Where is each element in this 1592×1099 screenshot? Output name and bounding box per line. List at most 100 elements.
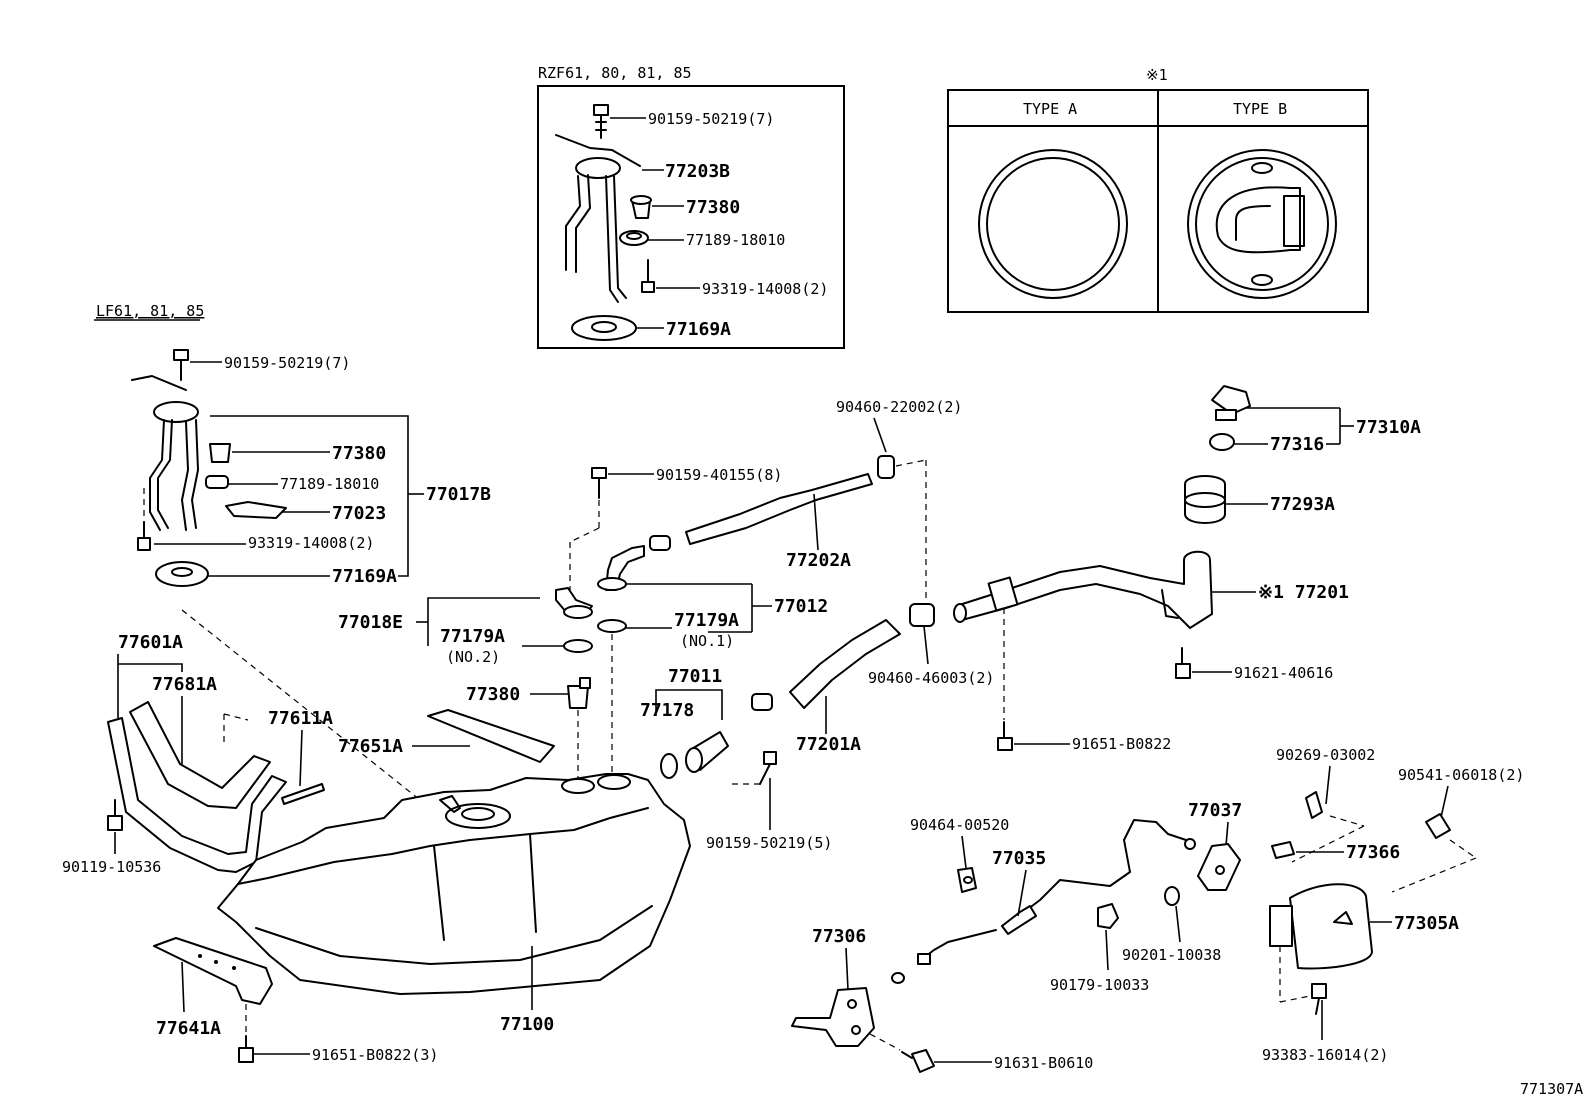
lf-93319-label: 93319-14008(2) — [248, 534, 374, 552]
lf-sender-part[interactable] — [131, 375, 199, 531]
p77035-label: 77035 — [992, 848, 1046, 869]
rzf-inset: RZF61, 80, 81, 85 90159-50219(7) 77203B … — [537, 64, 845, 349]
bolt-91651-b0822-part[interactable] — [997, 721, 1013, 751]
bolt-90119-part[interactable] — [107, 799, 123, 831]
gasket-77316-part[interactable] — [1209, 433, 1235, 451]
p90119-label: 90119-10536 — [62, 858, 161, 876]
p77201-label: ※1 77201 — [1258, 582, 1349, 603]
center-parts: 90460-22002(2) 77202A 90159-40155(8) — [338, 398, 994, 852]
bolt-91621-part[interactable] — [1175, 647, 1191, 679]
p77641a-label: 77641A — [156, 1018, 221, 1039]
elbow-77018e-part[interactable] — [555, 587, 593, 619]
p77305a-label: 77305A — [1394, 913, 1459, 934]
pipe-77011-part[interactable] — [685, 731, 729, 773]
pad-77651a-part[interactable] — [427, 709, 555, 763]
p77293a-label: 77293A — [1270, 494, 1335, 515]
lf-77169a-label: 77169A — [332, 566, 397, 587]
p77310a-label: 77310A — [1356, 417, 1421, 438]
lf-gasket-part[interactable] — [205, 475, 229, 489]
fuel-lid-77305a-part[interactable] — [1269, 883, 1373, 970]
type-table-title: ※1 — [1146, 66, 1168, 84]
p77366-label: 77366 — [1346, 842, 1400, 863]
bolt-90159-50219-5-part[interactable] — [759, 751, 777, 785]
clamp-90460-22002-part[interactable] — [877, 455, 895, 479]
p77018e-label: 77018E — [338, 612, 403, 633]
lf-bolt-part[interactable] — [173, 349, 189, 381]
seal-77178-part[interactable] — [660, 753, 678, 779]
p90460-46003-label: 90460-46003(2) — [868, 669, 994, 687]
rzf-77203b-label: 77203B — [665, 161, 730, 182]
p77651a-label: 77651A — [338, 736, 403, 757]
filler-parts: 77316 77310A 77293A ※1 77201 91621-40616 — [953, 385, 1421, 753]
p90460-22002-label: 90460-22002(2) — [836, 398, 962, 416]
lid-spring-77366-part[interactable] — [1271, 841, 1295, 859]
valve-77380-part[interactable] — [567, 677, 591, 709]
grommet-77179a-no2-part[interactable] — [563, 639, 593, 653]
rzf-bolt-part[interactable] — [593, 104, 609, 139]
lf-group: LF61, 81, 85 90159-50219(7) 77380 77189-… — [94, 302, 491, 587]
p90541-label: 90541-06018(2) — [1398, 766, 1524, 784]
hose-clamp-small-part[interactable] — [649, 535, 671, 551]
bolt-90159-40155-part[interactable] — [591, 467, 607, 499]
p90201-label: 90201-10038 — [1122, 946, 1221, 964]
clamp-77201a-part[interactable] — [751, 693, 773, 711]
hose-77201a-part[interactable] — [789, 619, 901, 709]
band-77681a-part[interactable] — [129, 701, 271, 809]
cable-77035-part[interactable] — [891, 819, 1196, 984]
grommet-77179a-no1-part[interactable] — [597, 619, 627, 633]
rzf-93319-label: 93319-14008(2) — [702, 280, 828, 298]
lf-77380-part[interactable] — [209, 443, 231, 463]
rzf-inset-frame — [537, 85, 845, 349]
lf-77023-part[interactable] — [225, 501, 287, 519]
p77202a-label: 77202A — [786, 550, 851, 571]
p77100-label: 77100 — [500, 1014, 554, 1035]
p77601a-label: 77601A — [118, 632, 183, 653]
cap-77310a-part[interactable] — [1211, 385, 1251, 421]
no1-label: (NO.1) — [680, 632, 734, 650]
p90159-40155-label: 90159-40155(8) — [656, 466, 782, 484]
grommet-77293a-part[interactable] — [1184, 475, 1226, 524]
rzf-screw-part[interactable] — [641, 259, 655, 293]
screw-90269-part[interactable] — [1305, 791, 1323, 819]
lf-77169a-part[interactable] — [155, 561, 209, 587]
figure-code: 771307A — [1520, 1080, 1583, 1098]
bolt-93383-part[interactable] — [1311, 983, 1327, 1015]
lf-77017b-label: 77017B — [426, 484, 491, 505]
p91651-b0822-label: 91651-B0822 — [1072, 735, 1171, 753]
p91621-label: 91621-40616 — [1234, 664, 1333, 682]
clip-90464-part[interactable] — [957, 867, 977, 893]
lf-screw-part[interactable] — [137, 521, 151, 551]
rzf-77169a-part[interactable] — [571, 315, 637, 341]
band-77601a-part[interactable] — [107, 717, 287, 873]
washer-90201-part[interactable] — [1164, 886, 1180, 906]
rzf-gasket-part[interactable] — [619, 230, 649, 246]
clamp-90460-46003-part[interactable] — [909, 603, 935, 627]
p77611a-label: 77611A — [268, 708, 333, 729]
hose-77202a-part[interactable] — [685, 473, 873, 545]
nut-90179-part[interactable] — [1097, 903, 1119, 929]
p77380-label: 77380 — [466, 684, 520, 705]
rzf-77380-part[interactable] — [630, 195, 652, 219]
fuel-tank-77100-part[interactable] — [217, 773, 691, 995]
p77037-label: 77037 — [1188, 800, 1242, 821]
filler-pipe-77201-part[interactable] — [953, 550, 1213, 629]
rzf-77189-label: 77189-18010 — [686, 231, 785, 249]
cushion-90541-part[interactable] — [1425, 813, 1451, 839]
lever-77037-part[interactable] — [1197, 843, 1241, 891]
filler-type-table: ※1 TYPE A TYPE B — [947, 66, 1369, 313]
bolt-91651-b0822-3-part[interactable] — [238, 1035, 254, 1063]
bolt-91631-part[interactable] — [901, 1049, 935, 1073]
p77201a-label: 77201A — [796, 734, 861, 755]
protector-77641a-part[interactable] — [153, 937, 273, 1005]
lock-77306-part[interactable] — [791, 987, 875, 1047]
p90269-label: 90269-03002 — [1276, 746, 1375, 764]
p77011-label: 77011 — [668, 666, 722, 687]
lf-77023-label: 77023 — [332, 503, 386, 524]
rzf-sender-gauge-part[interactable] — [555, 134, 641, 303]
pin-77611a-part[interactable] — [281, 783, 325, 805]
p91651-b0822-3-label: 91651-B0822(3) — [312, 1046, 438, 1064]
rzf-inset-title: RZF61, 80, 81, 85 — [538, 64, 692, 82]
lf-77189-label: 77189-18010 — [280, 475, 379, 493]
p77681a-label: 77681A — [152, 674, 217, 695]
